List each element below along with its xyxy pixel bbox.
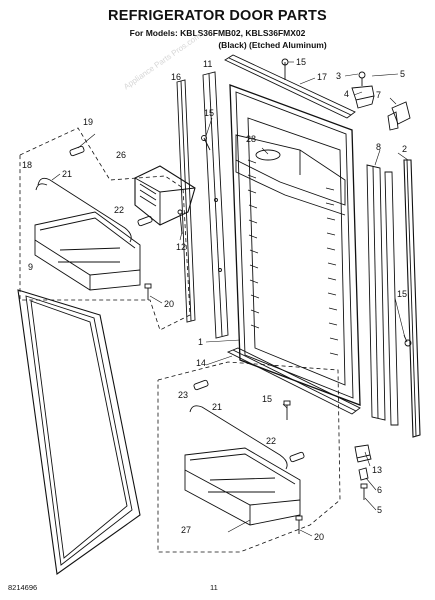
callout-26: 26 xyxy=(116,150,126,160)
dairy-hinge-screw xyxy=(177,209,183,235)
callout-6: 6 xyxy=(377,485,382,495)
callout-2: 2 xyxy=(402,144,407,154)
callout-12: 12 xyxy=(176,242,186,252)
part-code: 8214696 xyxy=(8,583,38,592)
page-number: 11 xyxy=(210,583,218,592)
top-door-trim-part xyxy=(224,54,356,119)
callout-21-upper: 21 xyxy=(62,169,72,179)
screw-top xyxy=(281,58,289,80)
callout-14: 14 xyxy=(196,358,206,368)
page-title: REFRIGERATOR DOOR PARTS xyxy=(108,8,327,24)
lower-retainer-pads xyxy=(193,379,305,463)
callout-20-lower: 20 xyxy=(314,532,324,542)
upper-shelf-group-outline xyxy=(19,127,191,331)
callout-22-lower: 22 xyxy=(266,436,276,446)
callout-5-top: 5 xyxy=(400,69,405,79)
callout-15-left: 15 xyxy=(204,108,214,118)
callout-15-lower: 15 xyxy=(262,394,272,404)
door-liner-part xyxy=(229,84,361,406)
dairy-compartment-door-part xyxy=(134,165,196,226)
model-numbers: For Models: KBLS36FMB02, KBLS36FMX02 xyxy=(129,28,306,38)
top-hinge-parts xyxy=(351,71,375,109)
callout-15-top: 15 xyxy=(296,57,306,67)
callout-8: 8 xyxy=(376,142,381,152)
handle-strip-part xyxy=(403,159,421,438)
door-gasket-part xyxy=(17,289,141,575)
lower-shelf-group-outline xyxy=(157,361,341,553)
callout-5-bottom: 5 xyxy=(377,505,382,515)
callout-3: 3 xyxy=(336,71,341,81)
callout-leader-lines xyxy=(51,61,409,537)
hinge-side-trim-part xyxy=(202,71,229,339)
callout-16: 16 xyxy=(171,72,181,82)
bottom-hinge-parts xyxy=(354,444,372,500)
callout-22-upper: 22 xyxy=(114,205,124,215)
callout-13: 13 xyxy=(372,465,382,475)
callout-18: 18 xyxy=(22,160,32,170)
upper-shelf-rail-part xyxy=(35,177,132,243)
callout-11: 11 xyxy=(203,59,212,69)
dairy-compartment-part xyxy=(235,134,346,216)
left-trim-strip-part xyxy=(176,79,196,323)
callout-15-right: 15 xyxy=(397,289,407,299)
callout-19: 19 xyxy=(83,117,93,127)
callout-17: 17 xyxy=(317,72,327,82)
callout-27: 27 xyxy=(181,525,191,535)
right-trim-cap xyxy=(384,171,399,426)
callout-9: 9 xyxy=(28,262,33,272)
callout-23: 23 xyxy=(178,390,188,400)
callout-4: 4 xyxy=(344,89,349,99)
callout-20-upper: 20 xyxy=(164,299,174,309)
callout-7: 7 xyxy=(376,90,381,100)
lower-shelf-screws xyxy=(283,400,303,534)
upper-shelf-screw xyxy=(144,283,152,300)
bottom-door-trim-part xyxy=(226,347,361,415)
upper-door-shelf-part xyxy=(34,211,141,291)
model-variants: (Black) (Etched Aluminum) xyxy=(218,40,327,50)
upper-retainer-pads xyxy=(69,145,153,227)
callout-1: 1 xyxy=(198,337,203,347)
lower-door-shelf-part xyxy=(184,447,301,526)
callout-labels: 1 2 3 4 5 5 6 7 8 9 11 12 13 14 15 15 15… xyxy=(22,57,407,542)
callout-21-lower: 21 xyxy=(212,402,222,412)
callout-28: 28 xyxy=(246,134,256,144)
screw-upper-left xyxy=(201,135,211,151)
right-trim-strip-part xyxy=(366,164,386,421)
lower-shelf-rail-part xyxy=(189,405,288,470)
liner-shelf-ribs xyxy=(247,159,339,356)
door-closer-bracket xyxy=(387,101,411,131)
